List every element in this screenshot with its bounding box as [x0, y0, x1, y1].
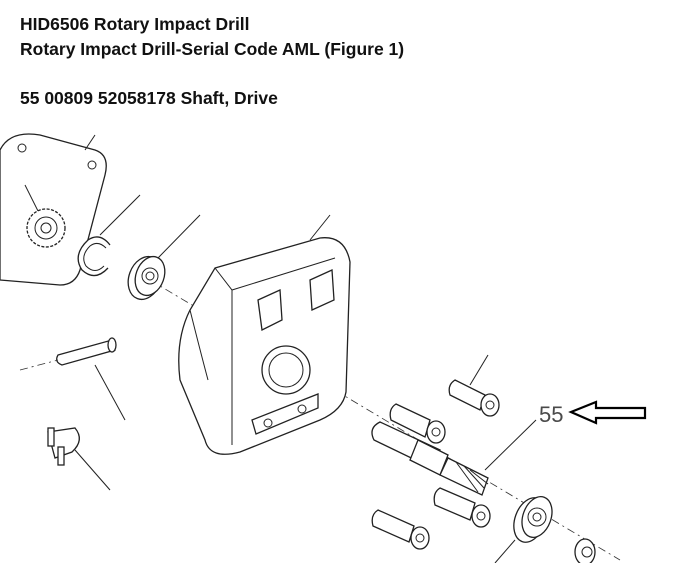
screw: [371, 509, 430, 550]
pin: [19, 337, 126, 421]
drive-shaft: [371, 419, 537, 496]
figure-title: Rotary Impact Drill-Serial Code AML (Fig…: [20, 39, 405, 59]
screw: [433, 487, 491, 528]
callout-label: 55: [539, 402, 563, 427]
left-arrow-icon: [568, 400, 647, 425]
impact-housing: [178, 214, 351, 455]
bracket: [47, 427, 111, 491]
model-title: HID6506 Rotary Impact Drill: [20, 14, 250, 34]
circlip: [77, 194, 141, 277]
screw: [389, 403, 446, 444]
pinion-gear: [26, 208, 66, 248]
ball-bearing: [127, 214, 201, 301]
sleeve: [574, 538, 596, 563]
ball-bearing: [494, 496, 553, 563]
part-line: 55 00809 52058178 Shaft, Drive: [20, 88, 278, 108]
gear-housing-plate: [0, 133, 107, 286]
screw: [448, 354, 500, 417]
